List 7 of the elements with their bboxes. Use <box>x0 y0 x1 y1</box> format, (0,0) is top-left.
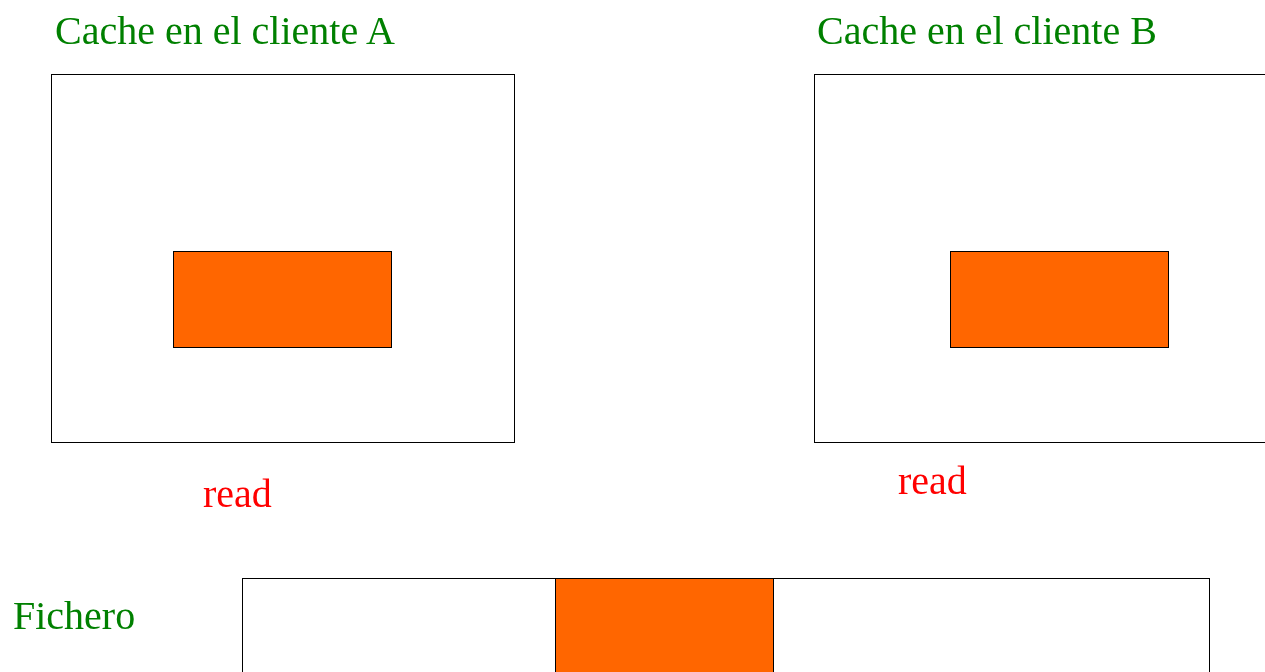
heading: Fichero <box>13 596 136 636</box>
filled-block <box>173 251 392 348</box>
filled-block <box>950 251 1169 348</box>
operation-label: read <box>203 474 272 514</box>
operation-label: read <box>898 461 967 501</box>
heading: Cache en el cliente B <box>817 11 1157 51</box>
heading: Cache en el cliente A <box>55 11 395 51</box>
